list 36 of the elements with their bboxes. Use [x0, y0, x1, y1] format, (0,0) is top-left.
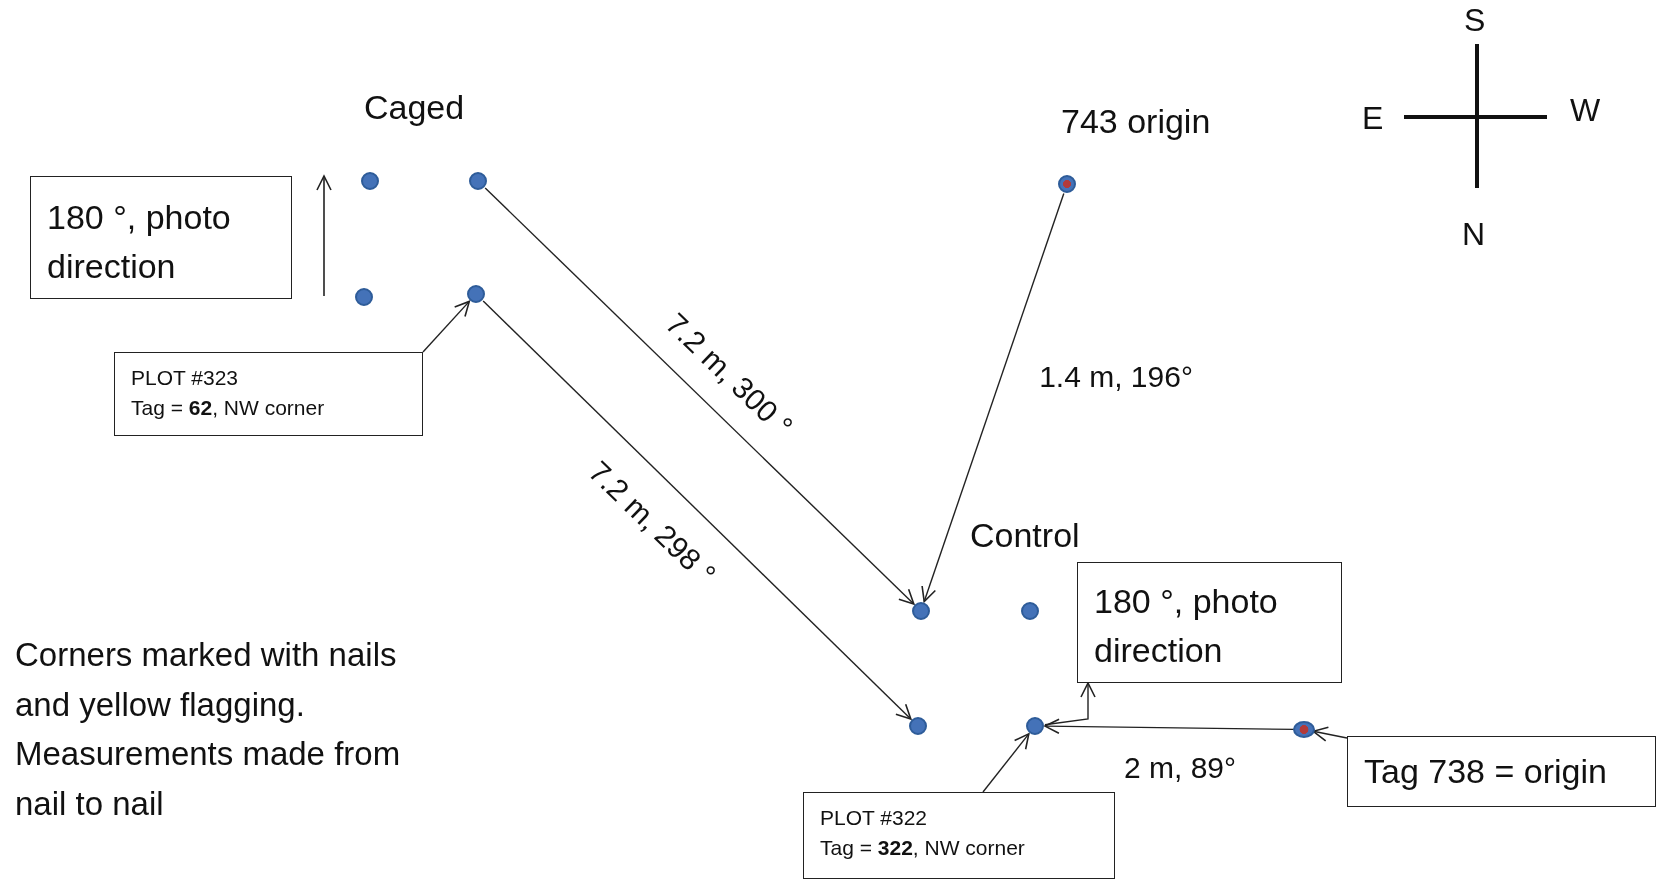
arrow: [921, 192, 1065, 603]
tag-note: Tag = 322, NW corner: [820, 835, 1026, 862]
survey-nail-dot: [469, 172, 487, 190]
arrow: [482, 300, 912, 720]
compass-letter: N: [1462, 216, 1486, 253]
survey-nail-dot: [355, 288, 373, 306]
direction-arrow: [1044, 682, 1096, 726]
survey-nail-dot: [1293, 721, 1315, 738]
plot-title: Control: [970, 516, 1080, 555]
survey-nail-dot: [1058, 175, 1076, 193]
note-text: Tag 738 = origin: [1364, 751, 1608, 792]
leader-line: [422, 300, 471, 353]
arrow: [484, 187, 915, 605]
survey-nail-dot: [1026, 717, 1044, 735]
note-text: 180 °, photo direction: [1094, 581, 1279, 672]
plot-title: Caged: [364, 88, 465, 127]
leader-line: [1312, 726, 1348, 742]
note-text: 180 °, photo direction: [47, 197, 232, 288]
compass-letter: E: [1362, 100, 1384, 137]
plot-heading: PLOT #323: [131, 365, 240, 391]
survey-nail-dot: [467, 285, 485, 303]
note-text: Corners marked with nails and yellow flagging. Measurements made from nail to nail: [15, 635, 402, 824]
point-label: 743 origin: [1061, 102, 1211, 141]
edge-label: 7.2 m, 298 °: [581, 454, 723, 592]
edge-label: 2 m, 89°: [1124, 751, 1236, 785]
edge-label: 7.2 m, 300 °: [658, 306, 800, 444]
survey-nail-dot: [1021, 602, 1039, 620]
survey-nail-dot: [361, 172, 379, 190]
plot-heading: PLOT #322: [820, 805, 929, 831]
compass-letter: S: [1464, 2, 1486, 39]
edge-label: 1.4 m, 196°: [1039, 360, 1193, 394]
tag-note: Tag = 62, NW corner: [131, 395, 326, 422]
compass-letter: W: [1570, 92, 1601, 129]
survey-nail-dot: [909, 717, 927, 735]
leader-line: [982, 733, 1030, 793]
survey-nail-dot: [912, 602, 930, 620]
